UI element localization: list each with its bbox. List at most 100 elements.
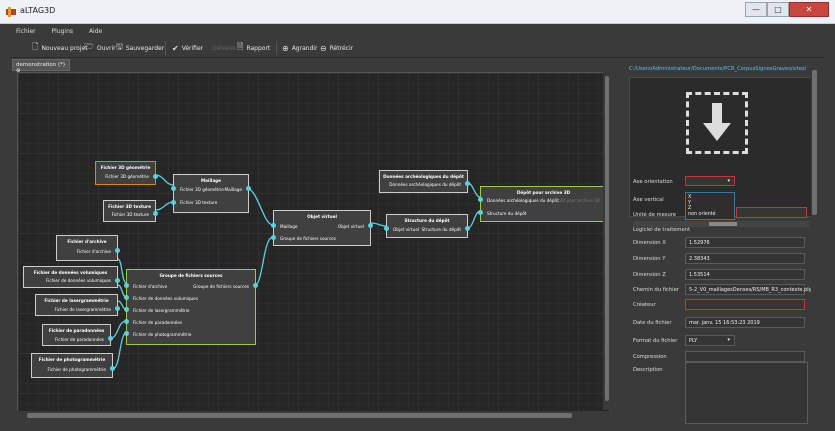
node-geometry-file[interactable]: Fichier 3D géométrie Fichier 3D géométri… [95, 161, 158, 185]
preview-scrollbar[interactable] [633, 221, 809, 227]
output-port[interactable] [368, 223, 373, 228]
node-maillage[interactable]: Maillage Fichier 3D géométrie Maillage F… [171, 174, 251, 213]
chemin-field[interactable]: 5-2_V0_maillagesDenses/RS/MB_R3_contexte… [685, 284, 812, 295]
zoom-in-button[interactable]: ⊕Agrandir [282, 43, 318, 53]
input-port[interactable] [478, 210, 483, 215]
scrollbar-thumb[interactable] [709, 222, 737, 226]
unite-dropdown[interactable] [736, 207, 807, 218]
output-port[interactable] [465, 226, 470, 231]
tab-demonstration[interactable]: demonstration (*) ⊗ [12, 59, 70, 74]
save-icon: 🖫 [116, 42, 123, 51]
compression-label: Compression [633, 354, 667, 360]
dim-x-field[interactable]: 1.52976 [685, 237, 805, 248]
node-source-files-group[interactable]: Groupe de fichiers sources Fichier d'arc… [124, 269, 258, 345]
node-deposit-structure[interactable]: Structure du dépôt Objet virtuel Structu… [384, 214, 470, 238]
canvas-horizontal-scrollbar[interactable] [17, 411, 611, 420]
menu-aide[interactable]: Aide [88, 28, 103, 35]
output-port[interactable] [153, 211, 158, 216]
tab-bar: demonstration (*) ⊗ [12, 59, 612, 74]
canvas-vertical-scrollbar[interactable] [603, 72, 611, 410]
dim-z-field[interactable]: 1.53514 [685, 269, 805, 280]
output-port[interactable] [115, 278, 120, 283]
option-non-oriente[interactable]: non orienté [688, 211, 716, 217]
format-label: Format du fichier [633, 338, 678, 344]
chevron-down-icon: ▾ [727, 337, 730, 343]
scrollbar-thumb[interactable] [605, 76, 609, 401]
output-port[interactable] [115, 248, 120, 253]
node-laser-file[interactable]: Fichier de lasergrammétrie Fichier de la… [35, 294, 120, 316]
option-z[interactable]: Z [688, 206, 692, 211]
title-bar: aLTAG3D — □ ✕ [0, 0, 835, 24]
axe-vertical-label: Axe vertical [633, 197, 664, 203]
input-port[interactable] [271, 235, 276, 240]
report-button[interactable]: 🗎Rapport [237, 42, 270, 53]
menu-fichier[interactable]: Fichier [16, 28, 36, 35]
input-port[interactable] [171, 200, 176, 205]
verify-button[interactable]: ✔Vérifier [172, 43, 204, 53]
chevron-down-icon: ▾ [727, 178, 730, 184]
node-archaeological-data[interactable]: Données archéologiques du dépôt Données … [379, 170, 470, 193]
createur-field[interactable] [685, 299, 805, 310]
node-archive-file[interactable]: Fichier d'archive Fichier d'archive [56, 235, 120, 261]
zoom-in-icon: ⊕ [282, 43, 289, 53]
dim-x-label: Dimension X [633, 240, 666, 246]
menu-plugins[interactable]: Plugins [51, 28, 74, 35]
axe-orientation-options[interactable]: X Y Z non orienté [685, 192, 735, 220]
input-port[interactable] [124, 307, 129, 312]
compression-field[interactable] [685, 351, 805, 362]
output-port[interactable] [465, 181, 470, 186]
dim-y-field[interactable]: 2.38343 [685, 253, 805, 264]
input-port[interactable] [478, 197, 483, 202]
input-port[interactable] [171, 186, 176, 191]
close-button[interactable]: ✕ [789, 2, 829, 17]
node-volumetric-file[interactable]: Fichier de données volumiques Fichier de… [23, 266, 120, 288]
input-port[interactable] [384, 226, 389, 231]
panel-scrollbar[interactable] [811, 62, 818, 427]
option-x[interactable]: X [688, 195, 692, 200]
input-port[interactable] [124, 283, 129, 288]
new-project-button[interactable]: 🗋Nouveau projet [32, 42, 88, 53]
unite-label: Unité de mesure [633, 212, 676, 218]
chemin-label: Chemin du fichier [633, 287, 679, 293]
output-port[interactable] [115, 306, 120, 311]
folder-icon: 🗁 [84, 42, 94, 51]
scrollbar-thumb[interactable] [812, 70, 817, 215]
save-button[interactable]: 🖫Sauvegarder [116, 42, 164, 53]
new-file-icon: 🗋 [32, 42, 39, 51]
description-field[interactable] [685, 362, 808, 424]
minimize-button[interactable]: — [745, 2, 767, 17]
output-port[interactable] [110, 366, 115, 371]
date-field[interactable]: mar. janv. 15 16:53:23 2019 [685, 317, 805, 328]
input-port[interactable] [124, 319, 129, 324]
format-dropdown[interactable]: PLY▾ [685, 335, 735, 346]
app-logo-icon [6, 7, 16, 17]
close-tab-icon[interactable]: ⊗ [16, 68, 21, 74]
createur-label: Créateur [633, 302, 656, 308]
window-title: aLTAG3D [20, 6, 56, 15]
scrollbar-thumb[interactable] [27, 413, 572, 418]
input-port[interactable] [124, 295, 129, 300]
maximize-button[interactable]: □ [767, 2, 789, 17]
node-texture-file[interactable]: Fichier 3D texture Fichier 3D texture [103, 200, 158, 222]
option-y[interactable]: Y [688, 200, 691, 206]
axe-orientation-label: Axe orientation [633, 179, 673, 185]
node-graph-canvas[interactable]: Fichier 3D géométrie Fichier 3D géométri… [17, 72, 611, 420]
output-port[interactable] [253, 283, 258, 288]
node-3d-archive-deposit[interactable]: Dépôt pour archive 3D Données archéologi… [478, 186, 609, 222]
dim-y-label: Dimension Y [633, 256, 666, 262]
output-port[interactable] [153, 174, 158, 179]
menu-bar: Fichier Plugins Aide [10, 25, 825, 38]
output-port[interactable] [246, 186, 251, 191]
node-objet-virtuel[interactable]: Objet virtuel Maillage Objet virtuel Gro… [271, 210, 373, 246]
logiciel-label: Logiciel de traitement [633, 227, 690, 233]
drop-file-icon [686, 92, 748, 154]
open-button[interactable]: 🗁Ouvrir [84, 42, 116, 53]
zoom-out-button[interactable]: ⊖Rétrécir [320, 43, 354, 53]
input-port[interactable] [124, 331, 129, 336]
node-photogrammetry-file[interactable]: Fichier de photogrammétrie Fichier de ph… [31, 353, 115, 378]
axe-orientation-dropdown[interactable]: ▾ [685, 176, 735, 186]
input-port[interactable] [271, 223, 276, 228]
output-port[interactable] [108, 336, 113, 341]
node-paradata-file[interactable]: Fichier de paradonnées Fichier de parado… [42, 324, 113, 346]
